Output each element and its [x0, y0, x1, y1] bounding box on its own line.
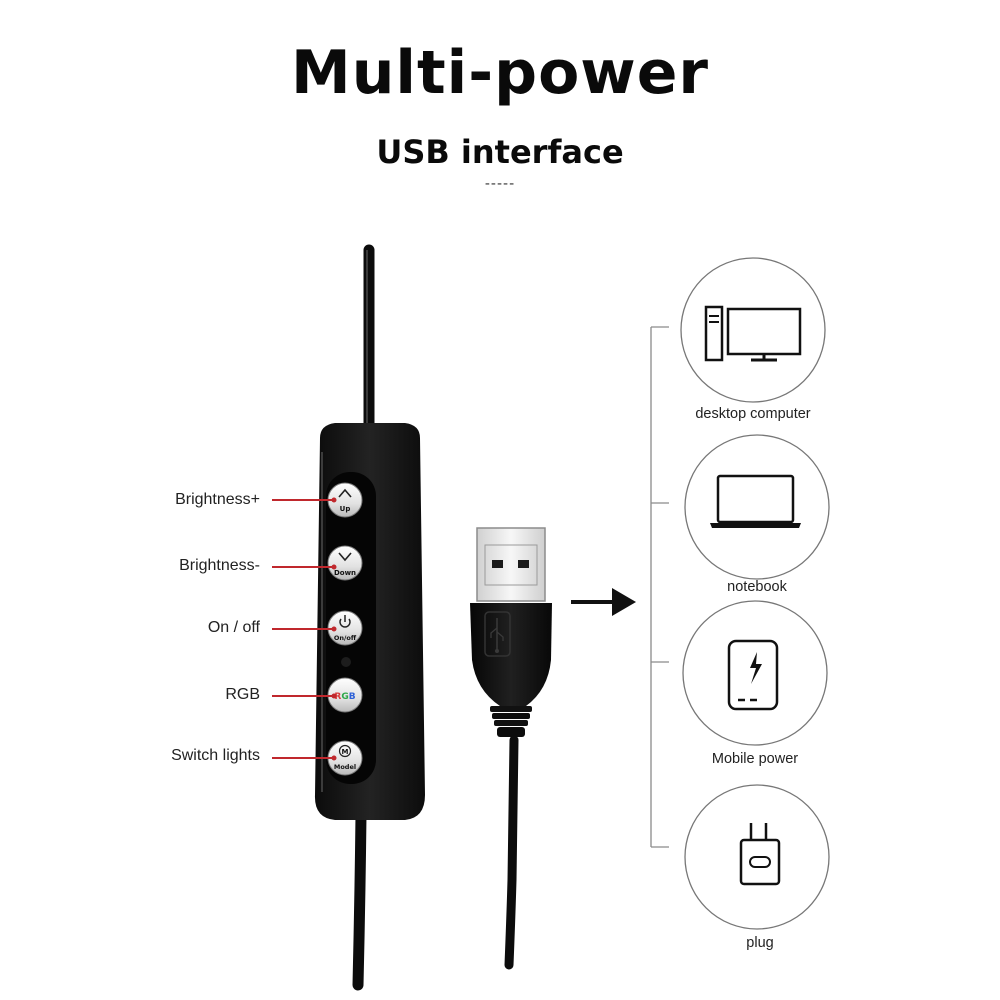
callout-line — [272, 564, 337, 570]
page-title: Multi-power — [290, 38, 710, 108]
power-icon — [339, 615, 351, 628]
title-divider: ----- — [484, 176, 516, 192]
device-bracket — [650, 326, 669, 848]
status-led-icon — [341, 657, 351, 667]
label-rgb: RGB — [225, 686, 260, 703]
device-circle-mobile-power — [682, 600, 828, 746]
callout-line — [272, 693, 337, 699]
chevron-up-icon — [338, 488, 352, 498]
label-plug: plug — [746, 935, 774, 951]
callout-line — [272, 626, 337, 632]
label-notebook: notebook — [727, 579, 787, 595]
label-brightness-down: Brightness- — [179, 557, 260, 574]
button-key-text: Up — [340, 505, 351, 513]
arrow-right-icon — [571, 588, 636, 616]
desktop-computer-icon — [704, 305, 802, 362]
wall-plug-icon — [739, 823, 781, 886]
label-switch-lights: Switch lights — [171, 747, 260, 764]
label-desktop-computer: desktop computer — [695, 406, 811, 422]
label-mobile-power: Mobile power — [711, 751, 799, 767]
mode-m-icon: M — [338, 744, 352, 758]
button-key-text: Model — [334, 763, 356, 771]
device-circle-desktop — [680, 257, 826, 403]
usb-plug — [470, 527, 552, 970]
laptop-icon — [710, 474, 801, 528]
power-bank-icon — [727, 639, 779, 711]
button-key-text: Down — [334, 569, 356, 577]
usb-icon — [490, 618, 504, 653]
controller-button-up[interactable]: Up — [327, 482, 363, 518]
page-subtitle: USB interface — [376, 133, 624, 171]
button-key-text: On/off — [334, 634, 357, 642]
label-on-off: On / off — [207, 619, 260, 636]
controller-cable — [352, 244, 375, 991]
chevron-down-icon — [338, 552, 352, 562]
device-circle-plug — [684, 784, 830, 930]
controller-button-mode[interactable]: M Model — [327, 740, 363, 776]
controller-button-down[interactable]: Down — [327, 545, 363, 581]
device-circle-notebook — [684, 434, 830, 580]
callout-line — [272, 755, 337, 761]
label-brightness-up: Brightness+ — [175, 491, 260, 508]
callout-lines — [272, 497, 337, 761]
callout-line — [272, 497, 337, 503]
svg-text:M: M — [342, 748, 349, 756]
rgb-icon: RGB — [334, 692, 355, 702]
